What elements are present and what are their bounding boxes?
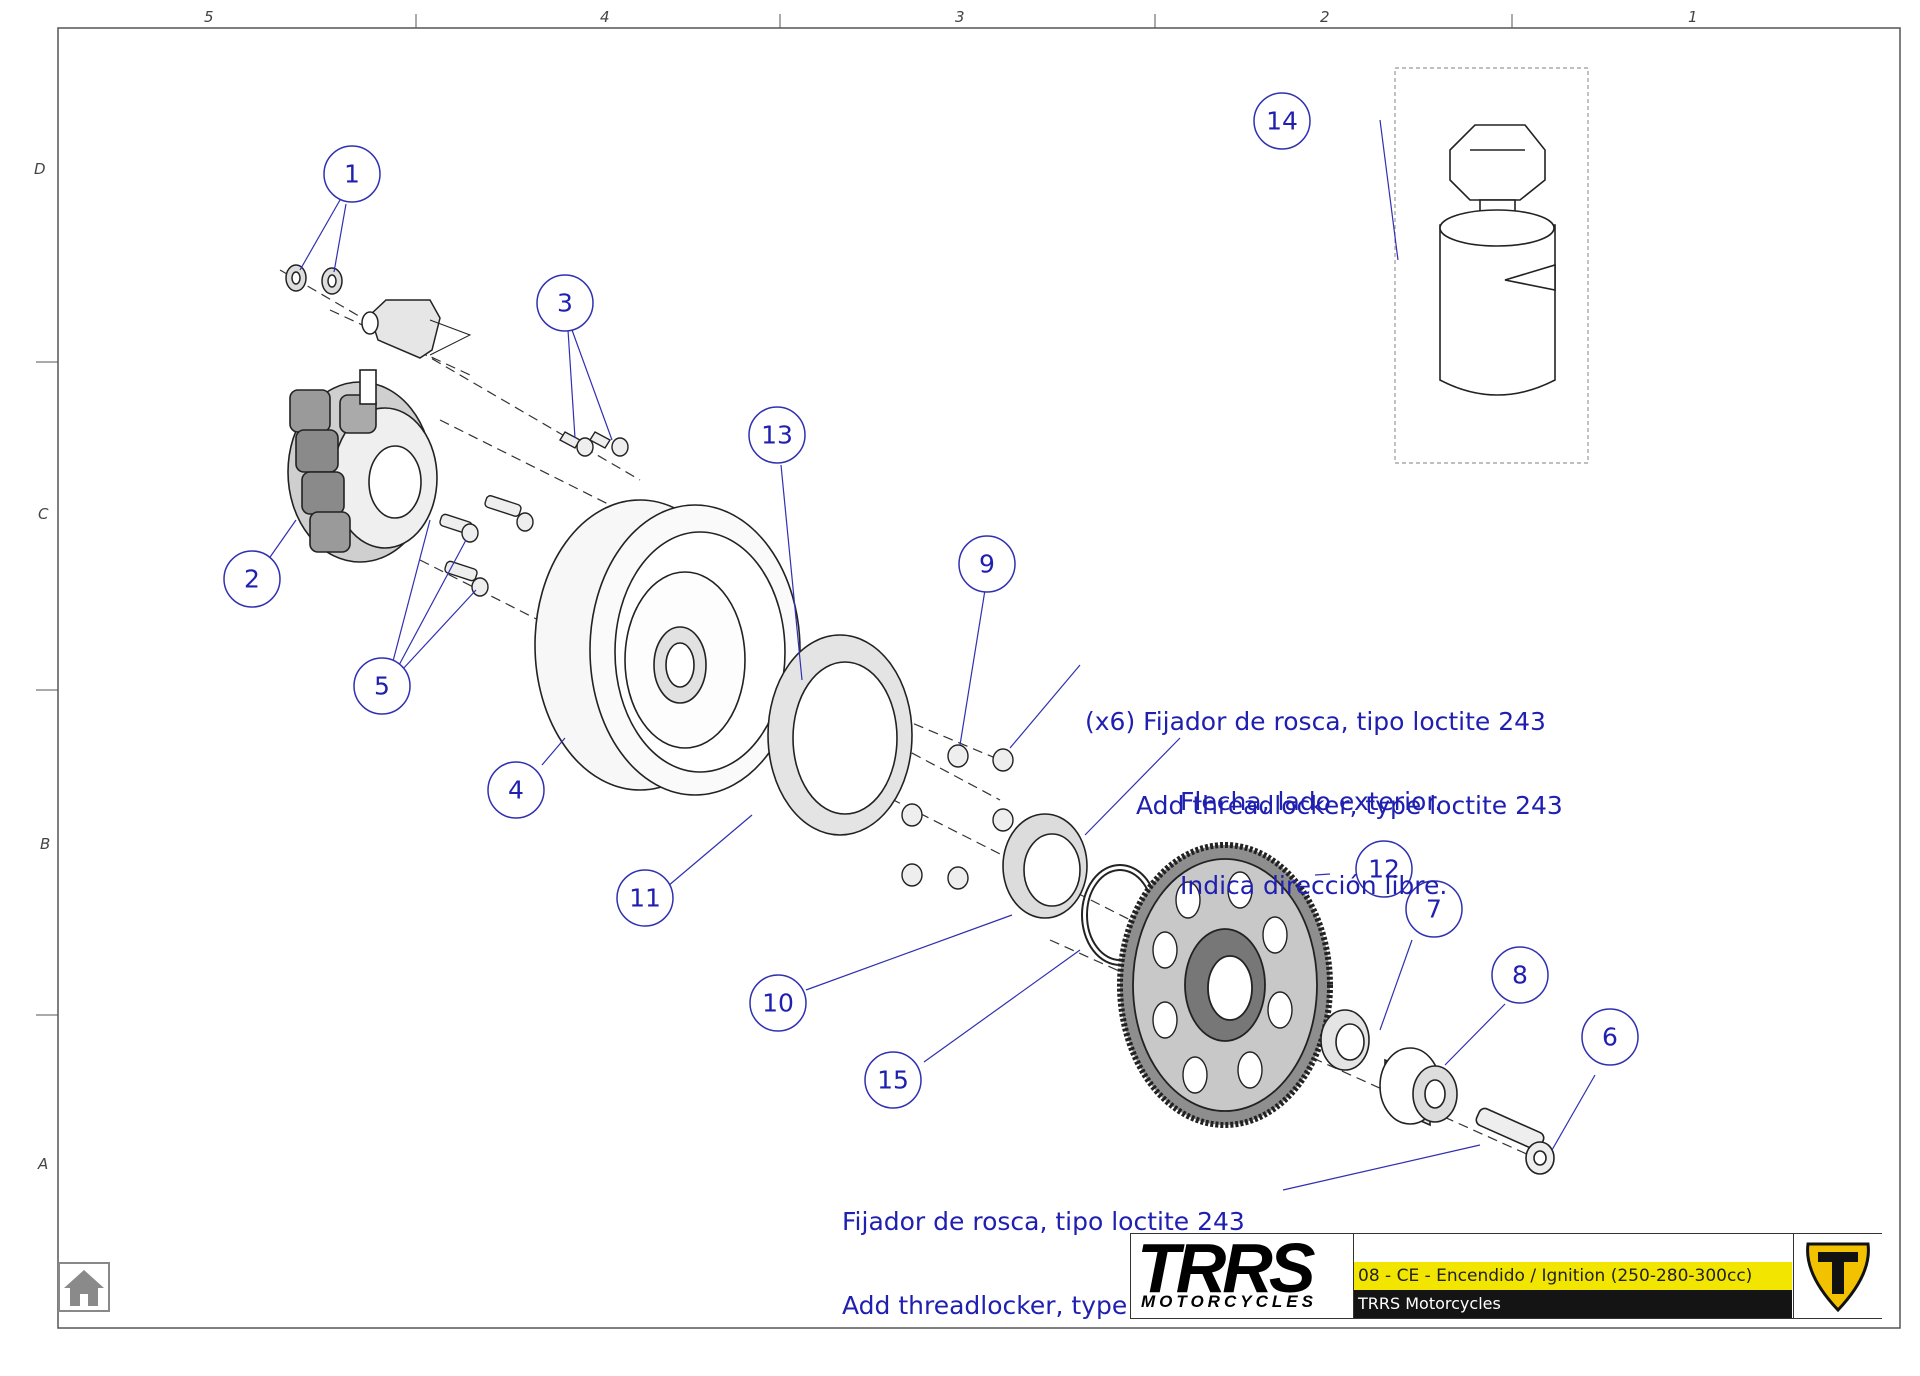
pickup-sensor bbox=[361, 299, 472, 359]
part-10-bearing bbox=[1002, 813, 1088, 919]
grid-row-label: A bbox=[38, 1155, 49, 1173]
part-11-clutch-plate bbox=[767, 634, 913, 836]
grid-column-label: 1 bbox=[1688, 8, 1698, 26]
part-12-starter-gear bbox=[1117, 842, 1333, 1128]
title-header-cell bbox=[1354, 1234, 1792, 1262]
bolts-threadlocker-note: (x6) Fijador de rosca, tipo loctite 243 … bbox=[1085, 652, 1563, 876]
balloon-4 bbox=[487, 761, 545, 819]
balloon-11 bbox=[616, 869, 674, 927]
balloon-label: 11 bbox=[629, 884, 661, 913]
grid-column-label: 4 bbox=[600, 8, 610, 26]
balloon-5 bbox=[353, 657, 411, 715]
balloon-10 bbox=[749, 974, 807, 1032]
drawing-sheet: 5 4 3 2 1 D C B A bbox=[34, 8, 1901, 1329]
balloon-label: 9 bbox=[979, 550, 995, 579]
note-line: Add threadlocker, type loctite 243 bbox=[1136, 791, 1563, 820]
part-8-spacer bbox=[1379, 1047, 1458, 1127]
note-line: Fijador de rosca, tipo loctite 243 bbox=[842, 1207, 1245, 1236]
balloon-label: 6 bbox=[1602, 1023, 1618, 1052]
trrs-emblem-icon bbox=[1806, 1242, 1870, 1313]
balloon-label: 3 bbox=[557, 289, 573, 318]
part-3-bolts bbox=[559, 431, 629, 457]
balloon-13 bbox=[748, 406, 806, 464]
home-icon bbox=[64, 1270, 104, 1306]
home-button[interactable] bbox=[58, 1262, 110, 1312]
logo-sub-text: MOTORCYCLES bbox=[1141, 1292, 1317, 1311]
arrow-direction-note: Flecha, lado exterior. Indica dirección … bbox=[1180, 732, 1447, 956]
balloon-label: 13 bbox=[761, 421, 793, 450]
grid-row-label: C bbox=[38, 505, 49, 523]
grid-column-label: 2 bbox=[1320, 8, 1330, 26]
drawing-title: 08 - CE - Encendido / Ignition (250-280-… bbox=[1354, 1262, 1792, 1290]
note-line: Flecha, lado exterior. bbox=[1180, 787, 1443, 816]
balloon-7 bbox=[1405, 880, 1463, 938]
balloon-9 bbox=[958, 535, 1016, 593]
note-line: (x6) Fijador de rosca, tipo loctite 243 bbox=[1085, 707, 1546, 736]
part-7-bushing bbox=[1320, 1009, 1370, 1071]
part-2-stator bbox=[287, 369, 438, 563]
part-1-nuts bbox=[285, 264, 343, 295]
balloon-label: 12 bbox=[1368, 855, 1400, 884]
balloon-label: 8 bbox=[1512, 961, 1528, 990]
title-block: TRRS MOTORCYCLES 08 - CE - Encendido / I… bbox=[1130, 1229, 1882, 1319]
logo-main-text: TRRS bbox=[1137, 1229, 1316, 1307]
company-name: TRRS Motorcycles bbox=[1354, 1290, 1792, 1318]
balloon-label: 1 bbox=[344, 160, 360, 189]
balloon-label: 7 bbox=[1426, 895, 1442, 924]
note-line: Indica dirección libre. bbox=[1180, 871, 1448, 900]
grid-row-label: D bbox=[34, 160, 46, 178]
exploded-view-drawing: 1 2 3 4 5 6 7 8 9 10 11 12 13 14 15 bbox=[36, 14, 1901, 1329]
balloon-label: 5 bbox=[374, 672, 390, 701]
callout-balloons bbox=[223, 92, 1639, 1109]
part-4-flywheel bbox=[534, 499, 801, 796]
balloon-12 bbox=[1355, 840, 1413, 898]
balloon-label: 2 bbox=[244, 565, 260, 594]
balloon-3 bbox=[536, 274, 594, 332]
balloon-numbers: 1 2 3 4 5 6 7 8 9 10 11 12 13 14 15 bbox=[244, 107, 1618, 1095]
part-5-bolts bbox=[439, 495, 534, 597]
grid-column-label: 5 bbox=[204, 8, 214, 26]
balloon-8 bbox=[1491, 946, 1549, 1004]
balloon-1 bbox=[323, 145, 381, 203]
grid-row-label: B bbox=[40, 835, 51, 853]
balloon-14 bbox=[1253, 92, 1311, 150]
emblem-cell bbox=[1793, 1234, 1882, 1318]
balloon-2 bbox=[223, 550, 281, 608]
balloon-label: 10 bbox=[762, 989, 794, 1018]
balloon-label: 15 bbox=[877, 1066, 909, 1095]
balloon-label: 4 bbox=[508, 776, 524, 805]
balloon-label: 14 bbox=[1266, 107, 1298, 136]
balloon-6 bbox=[1581, 1008, 1639, 1066]
sheet-border bbox=[57, 27, 1901, 1329]
part-6-bolt bbox=[1475, 1107, 1555, 1175]
balloon-15 bbox=[864, 1051, 922, 1109]
trrs-logo: TRRS MOTORCYCLES bbox=[1131, 1229, 1354, 1318]
part-9-bolts bbox=[901, 744, 1014, 890]
grid-column-label: 3 bbox=[955, 8, 965, 26]
part-14-puller-tool bbox=[1439, 124, 1556, 396]
leader-lines bbox=[267, 119, 1596, 1191]
